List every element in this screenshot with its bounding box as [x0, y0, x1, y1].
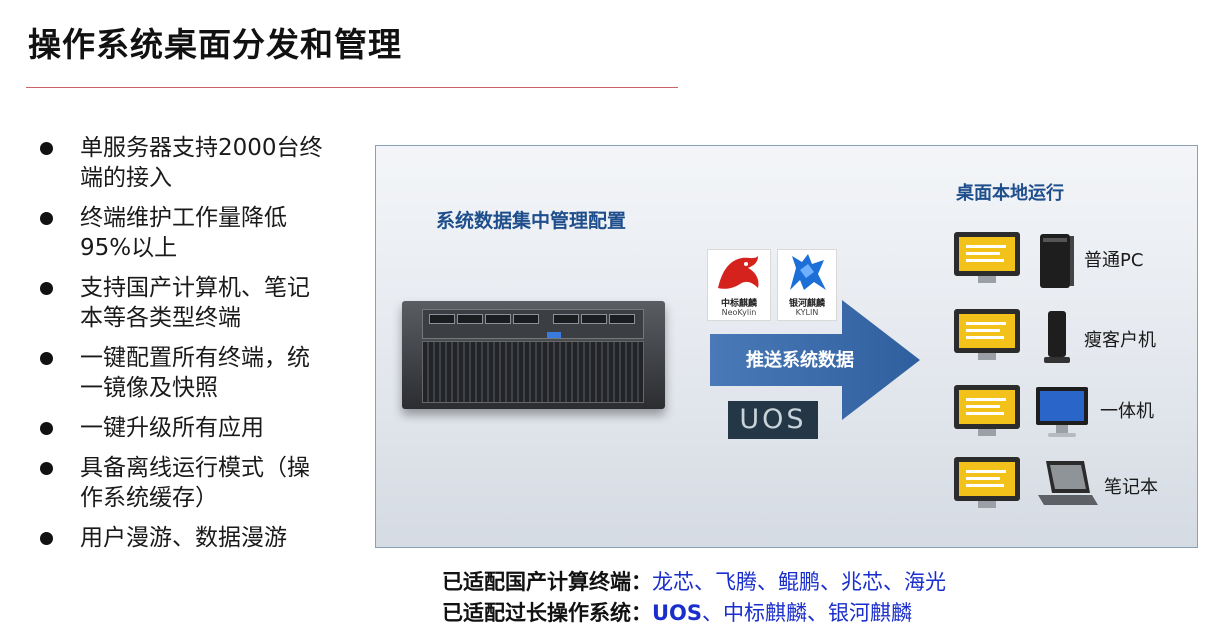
push-arrow-icon	[710, 300, 920, 420]
feature-text: 一键配置所有终端，统	[80, 345, 310, 371]
monitor-icon	[954, 385, 1020, 436]
thin-client-icon	[1044, 311, 1070, 363]
local-desktop-label: 桌面本地运行	[956, 183, 1064, 204]
feature-text: 单服务器支持2000台终	[80, 135, 323, 161]
device-row-laptop: 笔记本	[954, 457, 1184, 523]
adapted-os-line: 已适配过长操作系统：UOS、中标麒麟、银河麒麟	[442, 597, 912, 627]
adapted-os-uos: UOS	[652, 601, 703, 625]
monitor-icon	[954, 457, 1020, 508]
bullet-icon	[40, 462, 53, 475]
monitor-icon	[954, 309, 1020, 360]
feature-text: 终端维护工作量降低	[80, 205, 287, 231]
qilin-red-icon	[718, 256, 759, 289]
title-divider	[26, 87, 678, 88]
feature-item: 单服务器支持2000台终端的接入	[38, 133, 348, 193]
adapted-terminals-line: 已适配国产计算终端：龙芯、飞腾、鲲鹏、兆芯、海光	[442, 566, 946, 596]
bullet-icon	[40, 352, 53, 365]
monitor-icon	[954, 232, 1020, 283]
feature-text: 一键升级所有应用	[80, 415, 264, 441]
bullet-icon	[40, 532, 53, 545]
neokylin-en-text: NeoKylin	[721, 308, 757, 317]
bullet-icon	[40, 212, 53, 225]
device-label: 一体机	[1100, 401, 1154, 422]
feature-item: 支持国产计算机、笔记本等各类型终端	[38, 273, 348, 333]
feature-list: 单服务器支持2000台终端的接入 终端维护工作量降低 95%以上 支持国产计算机、…	[38, 133, 348, 563]
page-title: 操作系统桌面分发和管理	[28, 25, 402, 64]
adapted-terminals-lead: 已适配国产计算终端：	[442, 569, 652, 594]
all-in-one-icon	[1036, 387, 1088, 437]
feature-text: 本等各类型终端	[80, 305, 241, 331]
bullet-icon	[40, 142, 53, 155]
desktop-tower-icon	[1040, 234, 1074, 288]
bullet-icon	[40, 282, 53, 295]
feature-text: 支持国产计算机、笔记	[80, 275, 310, 301]
feature-item: 一键升级所有应用	[38, 413, 348, 443]
device-row-thin-client: 瘦客户机	[954, 309, 1184, 375]
laptop-icon	[1038, 461, 1098, 505]
feature-item: 终端维护工作量降低 95%以上	[38, 203, 348, 263]
kylin-logo: 银河麒麟 KYLIN	[777, 249, 837, 321]
feature-item: 具备离线运行模式（操作系统缓存）	[38, 453, 348, 513]
architecture-diagram: 系统数据集中管理配置 桌面本地运行 中标麒麟 NeoKylin 银河麒麟 KYL…	[375, 145, 1198, 548]
feature-item: 一键配置所有终端，统一镜像及快照	[38, 343, 348, 403]
device-row-pc: 普通PC	[954, 232, 1184, 298]
adapted-terminals-values: 龙芯、飞腾、鲲鹏、兆芯、海光	[652, 570, 946, 594]
push-data-label: 推送系统数据	[746, 350, 854, 371]
adapted-os-lead: 已适配过长操作系统：	[442, 600, 652, 625]
uos-logo: UOS	[728, 401, 818, 439]
feature-text: 用户漫游、数据漫游	[80, 525, 287, 551]
central-management-label: 系统数据集中管理配置	[436, 210, 627, 232]
feature-text: 端的接入	[80, 165, 172, 191]
feature-text: 95%以上	[80, 235, 178, 261]
kylin-cn-text: 银河麒麟	[788, 299, 825, 309]
feature-text: 作系统缓存）	[80, 485, 218, 511]
device-label: 普通PC	[1084, 250, 1144, 271]
device-row-all-in-one: 一体机	[954, 385, 1184, 451]
bullet-icon	[40, 422, 53, 435]
kylin-en-text: KYLIN	[795, 308, 819, 317]
device-label: 笔记本	[1104, 477, 1158, 498]
qilin-blue-icon	[790, 254, 826, 290]
neokylin-logo: 中标麒麟 NeoKylin	[707, 249, 771, 321]
adapted-os-values: 、中标麒麟、银河麒麟	[702, 601, 913, 625]
feature-item: 用户漫游、数据漫游	[38, 523, 348, 553]
device-label: 瘦客户机	[1084, 330, 1156, 351]
feature-text: 一镜像及快照	[80, 375, 218, 401]
server-icon	[402, 301, 665, 409]
neokylin-cn-text: 中标麒麟	[720, 299, 757, 309]
feature-text: 具备离线运行模式（操	[80, 455, 310, 481]
